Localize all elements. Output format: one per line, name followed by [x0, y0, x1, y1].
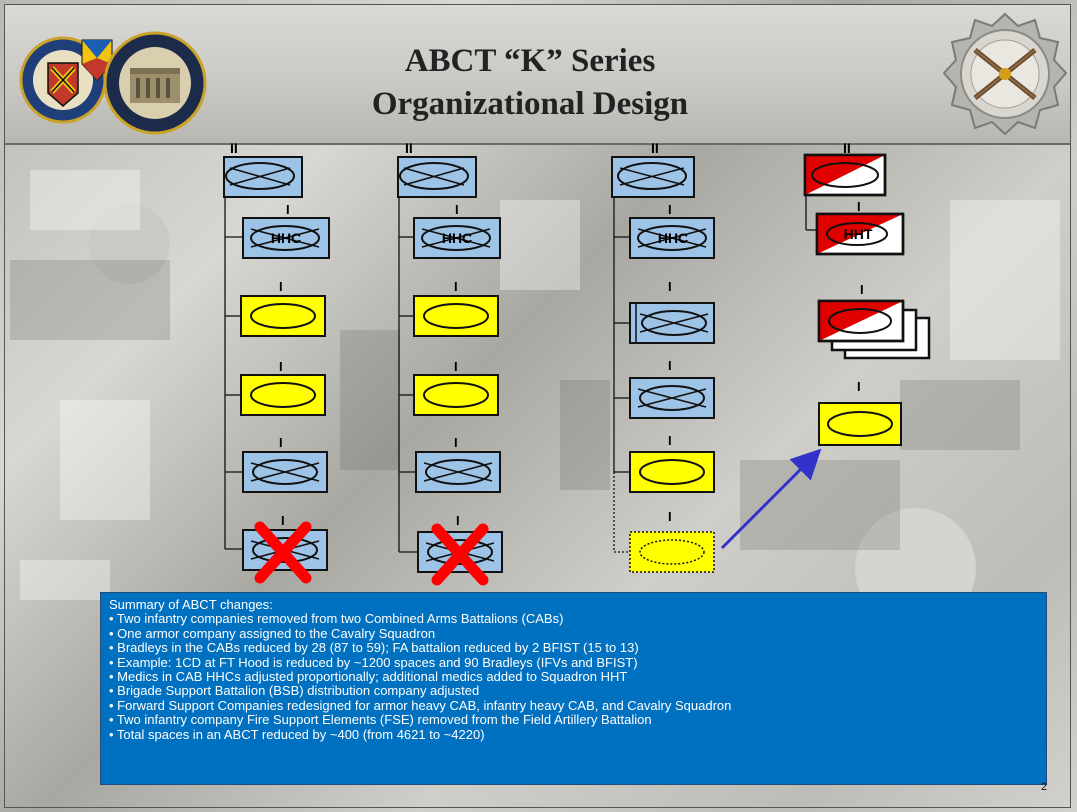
summary-item: • Two infantry companies removed from tw… [109, 611, 564, 627]
company-echelon-mark: I [668, 279, 672, 294]
battalion-echelon-mark: II [843, 140, 851, 156]
hhc-label: HHC [658, 230, 688, 246]
company-echelon-mark: I [279, 279, 283, 294]
camo-patch [560, 380, 610, 490]
cab-column-1: II I HHC I I I I [223, 140, 330, 584]
company-echelon-mark: I [455, 202, 459, 217]
infantry-oval [225, 162, 295, 190]
camo-patch [950, 200, 1060, 360]
company-echelon-mark: I [668, 433, 672, 448]
battalion-hq-symbol [397, 156, 477, 198]
summary-item: • One armor company assigned to the Cava… [109, 625, 436, 641]
camo-patch [60, 400, 150, 520]
summary-item: • Medics in CAB HHCs adjusted proportion… [109, 669, 628, 685]
removed-x-icon [254, 521, 312, 584]
summary-item: • Forward Support Companies redesigned f… [109, 697, 732, 713]
armor-company-symbol [240, 374, 326, 416]
camo-patch [10, 260, 170, 340]
reassignment-arrow [720, 448, 822, 550]
company-echelon-mark: I [454, 435, 458, 450]
camo-patch [900, 380, 1020, 450]
summary-item: • Two infantry company Fire Support Elem… [109, 712, 652, 728]
armor-company-symbol [413, 295, 499, 337]
hhc-company-symbol [629, 217, 715, 259]
company-echelon-mark: I [860, 282, 864, 297]
armor-patch-icon [81, 39, 113, 81]
cab-column-3: II I HHC I I I [611, 140, 715, 573]
company-echelon-mark: I [454, 279, 458, 294]
battalion-echelon-mark: II [230, 140, 238, 156]
company-echelon-mark: I [286, 202, 290, 217]
cavalry-troops-stack-symbol [817, 299, 931, 360]
armor-company-symbol [413, 374, 499, 416]
title-line-1: ABCT “K” Series [404, 43, 656, 79]
company-echelon-mark: I [279, 359, 283, 374]
company-echelon-mark: I [857, 199, 861, 214]
company-echelon-mark: I [668, 202, 672, 217]
fort-benning-building-seal-icon [103, 31, 207, 135]
summary-item: • Example: 1CD at FT Hood is reduced by … [109, 654, 638, 670]
title-line-2: Organizational Design [371, 86, 689, 122]
armor-company-symbol [240, 295, 326, 337]
company-echelon-mark: I [668, 358, 672, 373]
camo-patch [30, 170, 140, 230]
company-echelon-mark: I [668, 509, 672, 524]
hhc-label: HHC [442, 230, 472, 246]
summary-box: Summary of ABCT changes: • Two infantry … [100, 592, 1047, 785]
company-echelon-mark: I [281, 513, 285, 528]
armor-company-symbol [818, 402, 902, 446]
company-echelon-mark: I [279, 435, 283, 450]
summary-item: • Brigade Support Battalion (BSB) distri… [109, 683, 480, 699]
summary-heading: Summary of ABCT changes: [109, 597, 273, 612]
company-echelon-mark: I [454, 359, 458, 374]
cavalry-squadron-column: II I HHT I I [803, 140, 931, 446]
removed-x-icon [431, 523, 489, 586]
hhc-label: HHC [271, 230, 301, 246]
camo-patch [340, 330, 400, 470]
camo-patch [500, 200, 580, 290]
summary-item: • Bradleys in the CABs reduced by 28 (87… [109, 640, 639, 656]
company-echelon-mark: I [456, 513, 460, 528]
maneuver-center-seal-icon [19, 36, 107, 124]
header-divider [5, 143, 1070, 145]
reassigned-armor-company-symbol [629, 531, 715, 573]
slide-frame [4, 4, 1071, 808]
armor-company-symbol [629, 451, 715, 493]
abct-crossed-rifles-seal-icon [942, 12, 1068, 136]
slide-title: ABCT “K” Series Organizational Design [330, 40, 730, 126]
company-echelon-mark: I [857, 379, 861, 394]
summary-item: • Total spaces in an ABCT reduced by ~40… [109, 726, 485, 742]
org-chart: II I HHC I I I I [223, 140, 931, 586]
cab-column-2: II I HHC I I I I [397, 140, 503, 586]
battalion-echelon-mark: II [651, 140, 659, 156]
hht-label: HHT [844, 226, 873, 242]
camo-patch [20, 560, 110, 600]
battalion-echelon-mark: II [405, 140, 413, 156]
page-number: 2 [1041, 781, 1048, 793]
